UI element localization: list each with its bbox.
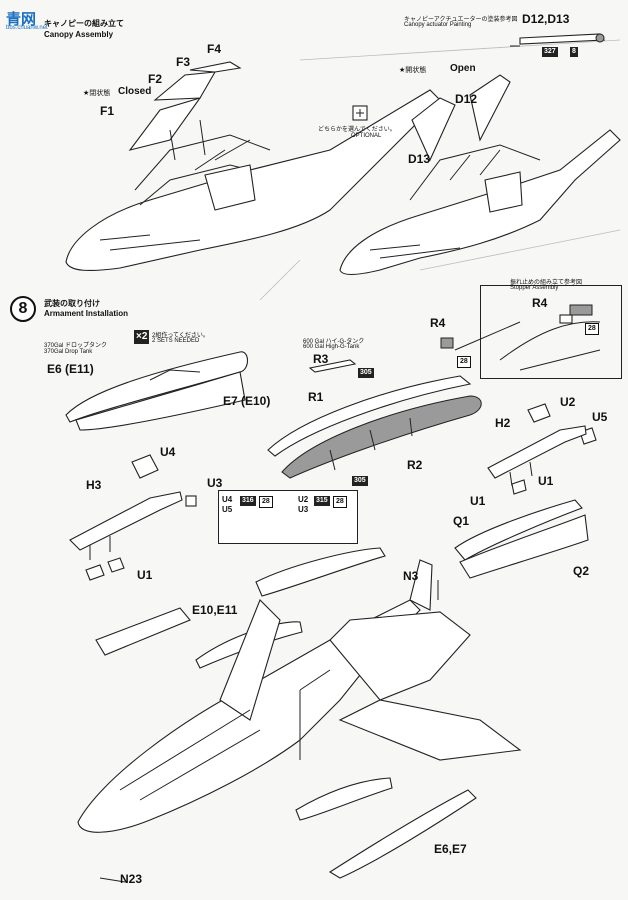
label-f4: F4 xyxy=(207,42,222,56)
paint-badge-28-a: 28 xyxy=(457,356,471,368)
label-q2: Q2 xyxy=(573,564,590,578)
label-r4-stopper: R4 xyxy=(532,296,548,310)
label-e6e11: E6 (E11) xyxy=(47,362,94,376)
paint-badge-327: 327 xyxy=(542,47,558,57)
actuator-title-jp: キャノピーアクチュエーターの塗装参考図 xyxy=(404,17,518,23)
site-logo: 青网 xyxy=(6,11,37,28)
label-r2: R2 xyxy=(407,458,423,472)
label-u5: U5 xyxy=(592,410,608,424)
open-en: Open xyxy=(450,63,476,74)
paint-badge-8: 8 xyxy=(570,47,578,57)
sets-jp: 2組作ってください。 xyxy=(152,333,209,339)
label-n23: N23 xyxy=(120,872,143,886)
label-r3: R3 xyxy=(313,352,329,366)
label-d12: D12 xyxy=(455,92,478,106)
closed-en: Closed xyxy=(118,86,152,97)
tank600-jp: 600 Gal ハイ-G-タンク xyxy=(303,339,365,345)
label-f1: F1 xyxy=(100,104,115,118)
paint-badge-305-b: 305 xyxy=(352,476,368,486)
canopy-title-jp: キャノピーの組み立て xyxy=(44,19,124,28)
stopper-jp: 振れ止めの組み立て参考図 xyxy=(510,280,583,286)
high-g-tank-600-drawing xyxy=(267,359,482,479)
paint-badge-316: 316 xyxy=(240,496,256,506)
label-r4: R4 xyxy=(430,316,446,330)
label-n3: N3 xyxy=(403,569,419,583)
canopy-title-en: Canopy Assembly xyxy=(44,30,114,39)
label-d13: D13 xyxy=(408,152,431,166)
label-u2: U2 xyxy=(560,395,576,409)
label-e6e7: E6,E7 xyxy=(434,842,467,856)
sets-en: 2 SETS NEEDED xyxy=(152,338,200,344)
closed-jp: ★閉状態 xyxy=(83,90,111,97)
actuator-parts: D12,D13 xyxy=(522,12,570,26)
step-number: 8 xyxy=(10,296,36,322)
label-h2: H2 xyxy=(495,416,511,430)
label-u3: U3 xyxy=(207,476,223,490)
paint-badge-305-a: 305 xyxy=(358,368,374,378)
label-f2: F2 xyxy=(148,72,163,86)
stopper-en: Stopper Assembly xyxy=(510,285,559,291)
optional-en: OPTIONAL xyxy=(351,133,382,139)
drop-tank-370-drawing xyxy=(65,351,249,431)
label-e10e11: E10,E11 xyxy=(192,603,238,617)
label-f3: F3 xyxy=(176,55,191,69)
jet-open-canopy-drawing xyxy=(339,74,621,276)
jet-closed-canopy-drawing xyxy=(65,61,441,272)
open-jp: ★開状態 xyxy=(399,67,427,74)
paint-badge-315: 315 xyxy=(314,496,330,506)
tank600-en: 600 Gal High-G-Tank xyxy=(303,344,360,350)
armament-title-jp: 武装の取り付け xyxy=(44,299,100,308)
actuator-title-en: Canopy actuator Painting xyxy=(404,22,472,28)
label-h3: H3 xyxy=(86,478,102,492)
label-q1: Q1 xyxy=(453,514,470,528)
optional-jp: どちらかを選んでください。 xyxy=(318,127,396,133)
paint-badge-28-d: 28 xyxy=(333,496,347,508)
label-u1-left: U1 xyxy=(137,568,153,582)
tank370-en: 370Gal Drop Tank xyxy=(44,349,93,355)
site-logo-url: bbs.chuanw.net xyxy=(6,25,48,31)
label-e7e10: E7 (E10) xyxy=(223,394,271,408)
label-u4: U4 xyxy=(160,445,176,459)
label-u1-mid: U1 xyxy=(470,494,486,508)
x2-badge: ×2 xyxy=(134,330,150,344)
label-u2u3: U2 U3 xyxy=(298,495,309,514)
tank370-jp: 370Gal ドロップタンク xyxy=(44,343,108,349)
label-u1-right: U1 xyxy=(538,474,554,488)
main-jet-underside-drawing xyxy=(77,547,522,883)
paint-badge-28-b: 28 xyxy=(585,323,599,335)
armament-title-en: Armament Installation xyxy=(44,309,129,318)
label-r1: R1 xyxy=(308,390,324,404)
stopper-assembly-box xyxy=(480,285,622,379)
paint-badge-28-c: 28 xyxy=(259,496,273,508)
label-u4u5: U4 U5 xyxy=(222,495,233,514)
